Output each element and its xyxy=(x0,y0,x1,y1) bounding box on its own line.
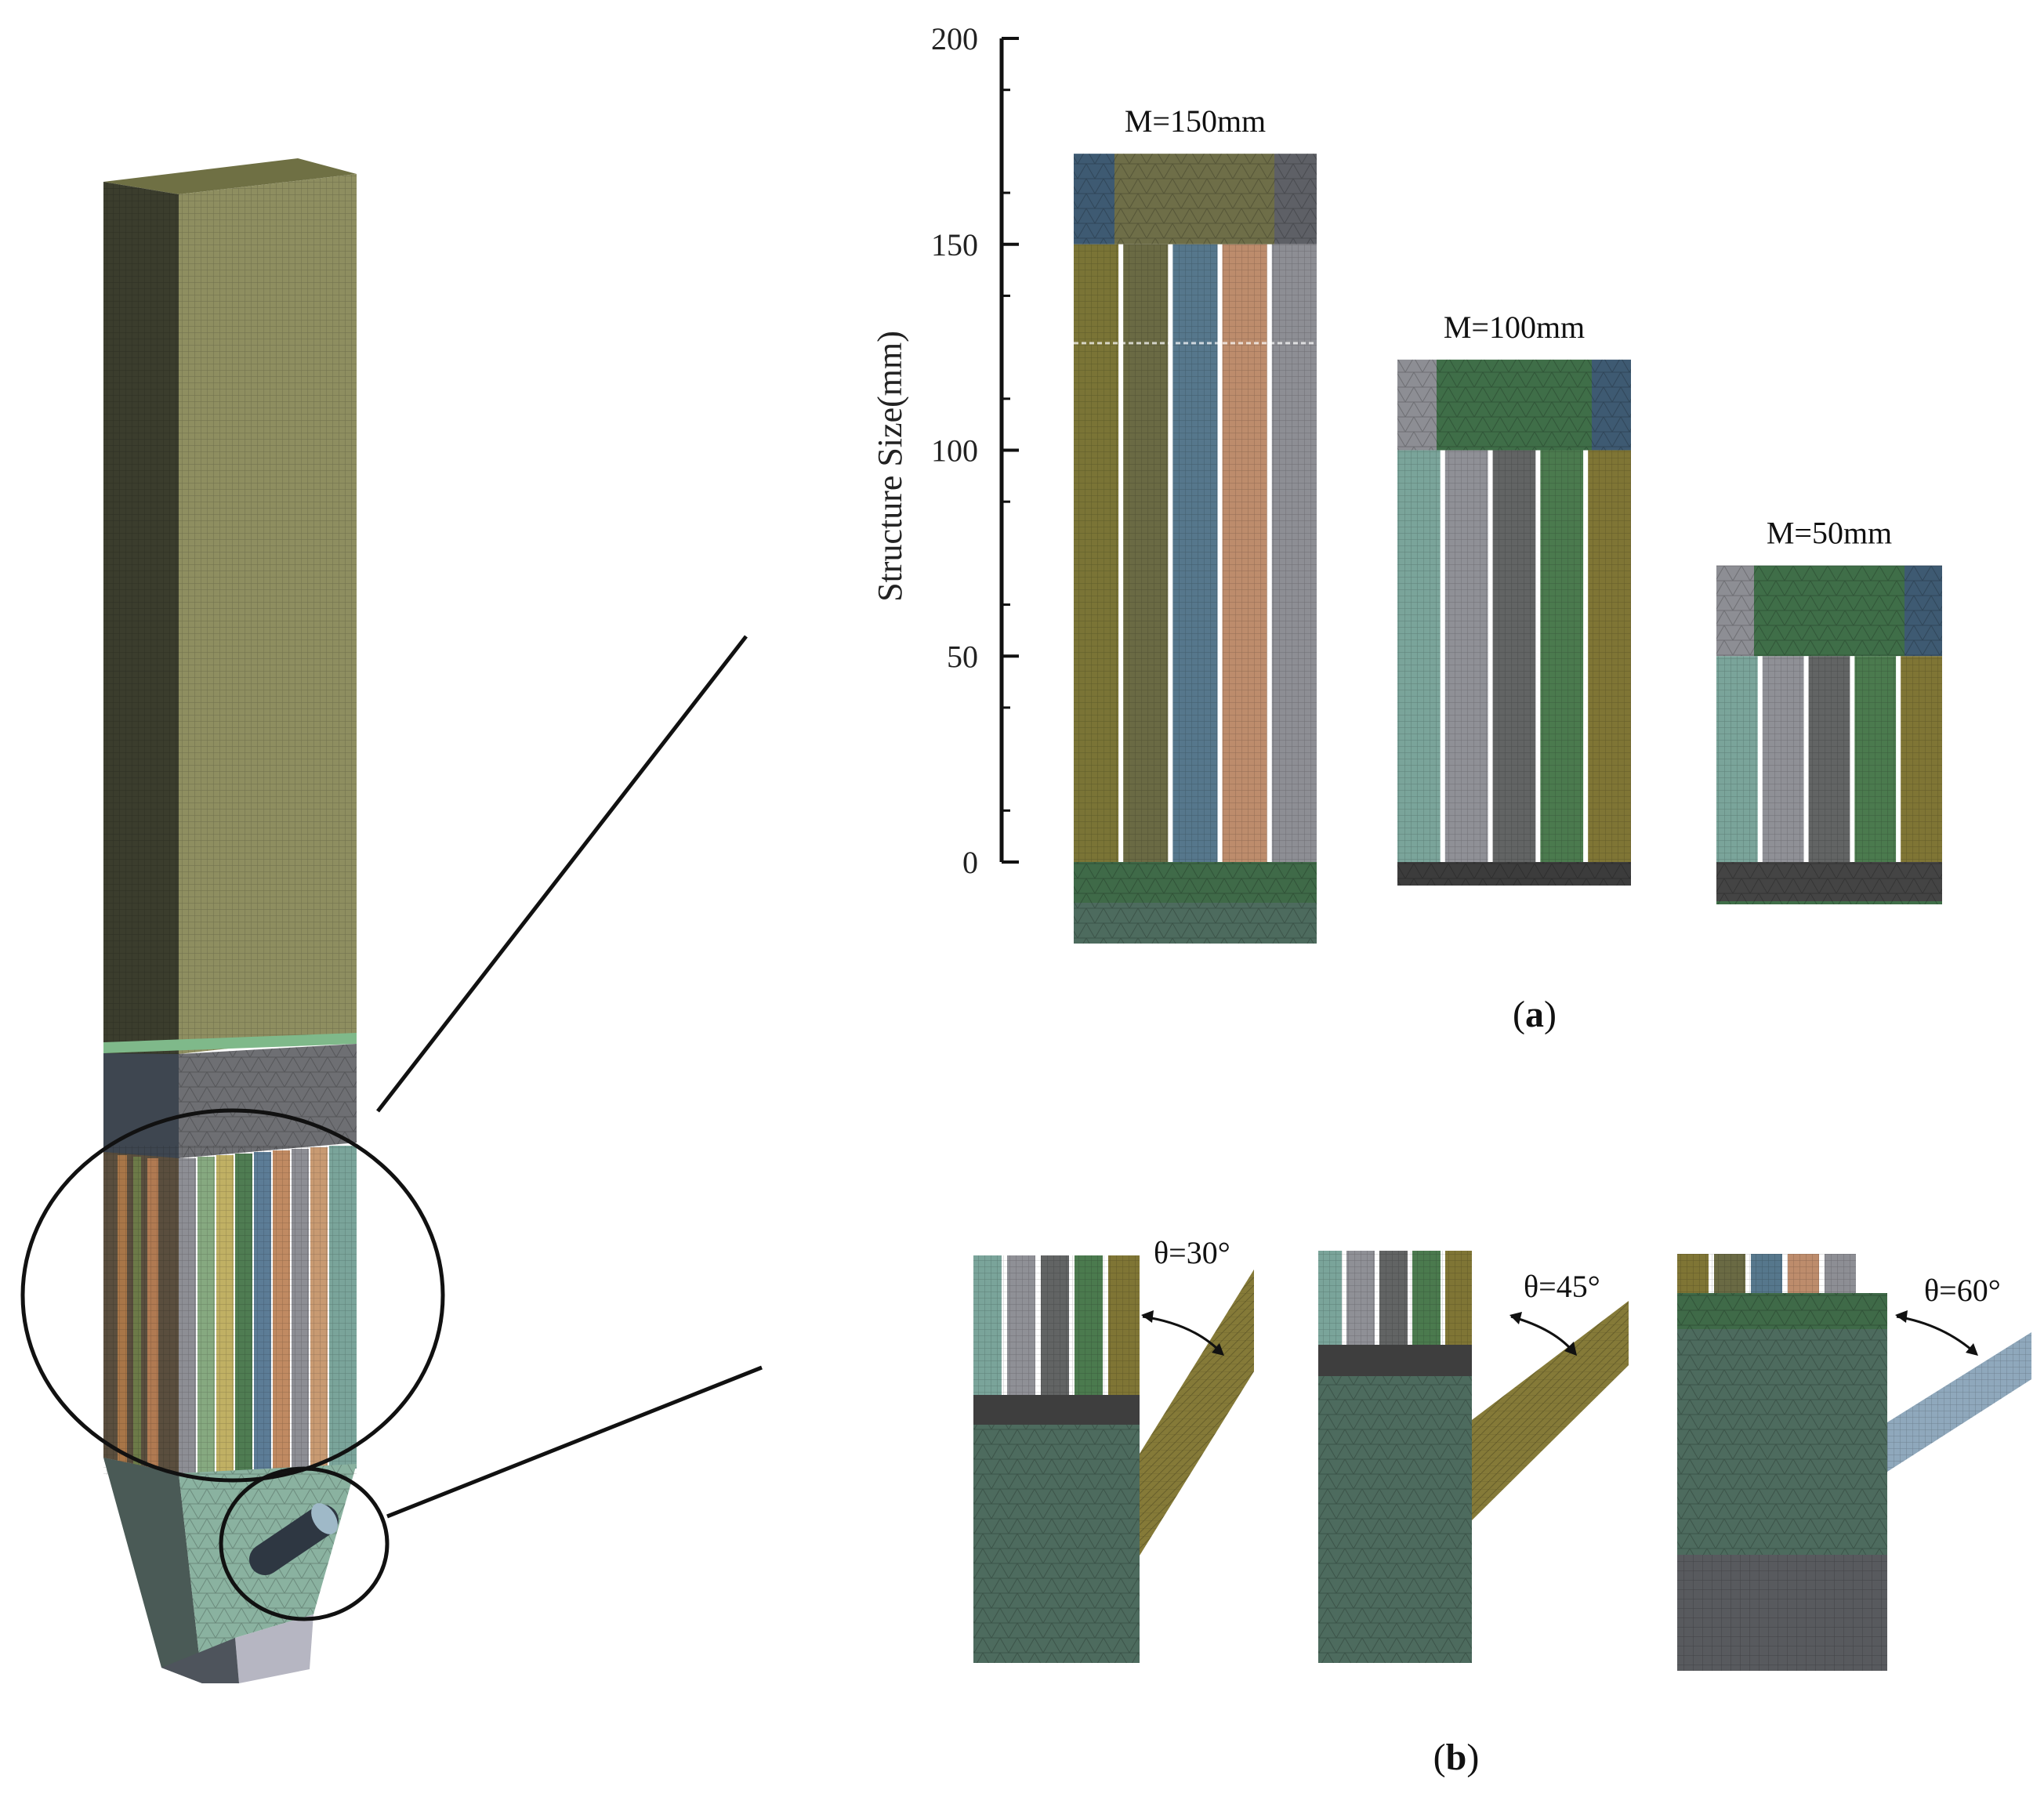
variant-angle-label: θ=60° xyxy=(1924,1273,2001,1308)
column-cone-left xyxy=(103,1458,202,1683)
panel-b-caption: (b) xyxy=(1433,1737,1480,1778)
column-inlet-pipe xyxy=(249,1503,339,1575)
structure-100mm: M=100mm xyxy=(1397,310,1631,886)
size-axis: 0 50 100 150 200 xyxy=(931,21,1019,880)
panel-a-caption: (a) xyxy=(1513,994,1557,1035)
callout-ellipse-inlet xyxy=(219,1466,390,1621)
variant-angle-label: θ=30° xyxy=(1154,1235,1230,1270)
callout-ellipse-strips xyxy=(20,1108,445,1483)
structure-label: M=50mm xyxy=(1767,516,1892,551)
structure-label: M=150mm xyxy=(1125,103,1266,139)
variant-30deg: θ=30° xyxy=(973,1235,1254,1663)
column-top-face xyxy=(103,158,357,194)
variant-45deg: θ=45° xyxy=(1318,1251,1629,1663)
structure-label: M=100mm xyxy=(1444,310,1585,345)
leader-line-a xyxy=(376,635,748,1113)
leader-line-b xyxy=(386,1365,763,1519)
axis-tick-label: 150 xyxy=(931,227,978,263)
axis-tick-label: 0 xyxy=(962,845,978,880)
variant-angle-label: θ=45° xyxy=(1524,1269,1600,1304)
column-seam xyxy=(103,1033,357,1053)
structure-150mm: M=150mm xyxy=(1074,103,1317,944)
axis-tick-label: 100 xyxy=(931,433,978,469)
column-3d-model xyxy=(20,158,763,1683)
axis-label: Structure Size(mm) xyxy=(871,331,909,602)
column-strips xyxy=(103,1146,357,1475)
axis-tick-label: 50 xyxy=(947,639,978,674)
axis-tick-label: 200 xyxy=(931,21,978,56)
panel-b: θ=30° θ=45° xyxy=(973,1235,2031,1778)
variant-60deg: θ=60° xyxy=(1677,1254,2031,1671)
structure-50mm: M=50mm xyxy=(1716,516,1942,904)
